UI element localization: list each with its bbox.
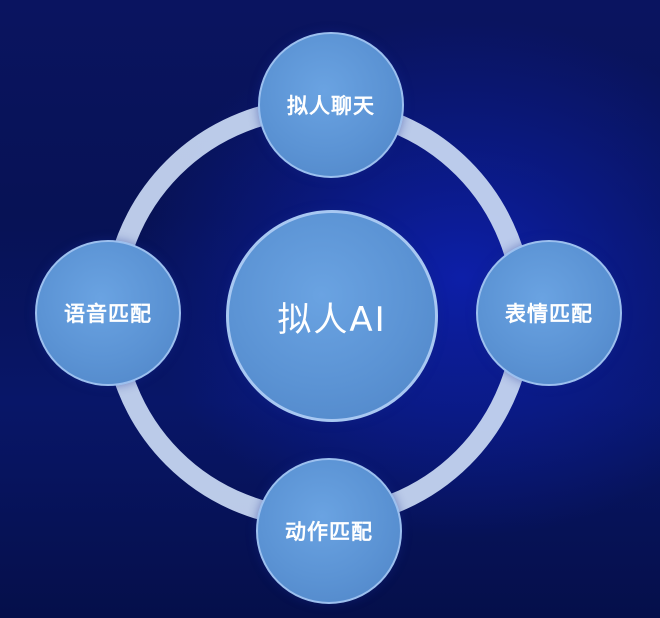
node-top-label: 拟人聊天 xyxy=(287,94,375,118)
center-node-label: 拟人AI xyxy=(277,299,387,340)
node-right: 表情匹配 xyxy=(476,240,622,386)
node-top: 拟人聊天 xyxy=(258,32,404,178)
center-node: 拟人AI xyxy=(226,210,438,422)
node-bottom-label: 动作匹配 xyxy=(285,520,373,544)
node-left: 语音匹配 xyxy=(35,240,181,386)
node-right-label: 表情匹配 xyxy=(505,302,593,326)
node-left-label: 语音匹配 xyxy=(64,302,152,326)
node-bottom: 动作匹配 xyxy=(256,458,402,604)
